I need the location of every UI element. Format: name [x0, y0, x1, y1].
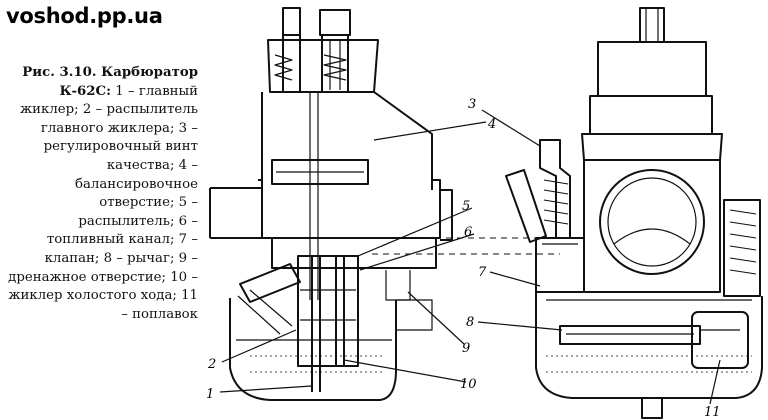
carburetor-end-view [505, 7, 763, 419]
callout-3: 3 [468, 97, 476, 112]
figure-number: Рис. 3.10. Карбюратор К-62С: [22, 65, 198, 99]
callout-7: 7 [478, 265, 487, 280]
callout-1: 1 [206, 387, 214, 402]
callout-4: 4 [487, 117, 496, 132]
callout-9: 9 [462, 341, 470, 356]
site-title: voshod.pp.ua [6, 4, 163, 28]
callout-8: 8 [466, 315, 474, 330]
callout-5: 5 [462, 199, 470, 214]
callout-6: 6 [464, 225, 472, 240]
callout-10: 10 [460, 377, 477, 392]
leader-lines [219, 109, 721, 405]
callout-labels: 3 4 5 6 7 8 9 2 1 10 11 [206, 97, 721, 420]
callout-11: 11 [704, 405, 721, 420]
figure-caption: Рис. 3.10. Карбюратор К-62С: 1 – главный… [6, 64, 198, 324]
carburetor-section-view [209, 7, 453, 401]
figure-legend: 1 – главный жиклер; 2 – распылитель глав… [8, 83, 198, 322]
carburetor-drawing: 3 4 5 6 7 8 9 2 1 10 11 [206, 7, 763, 420]
callout-2: 2 [207, 357, 216, 372]
